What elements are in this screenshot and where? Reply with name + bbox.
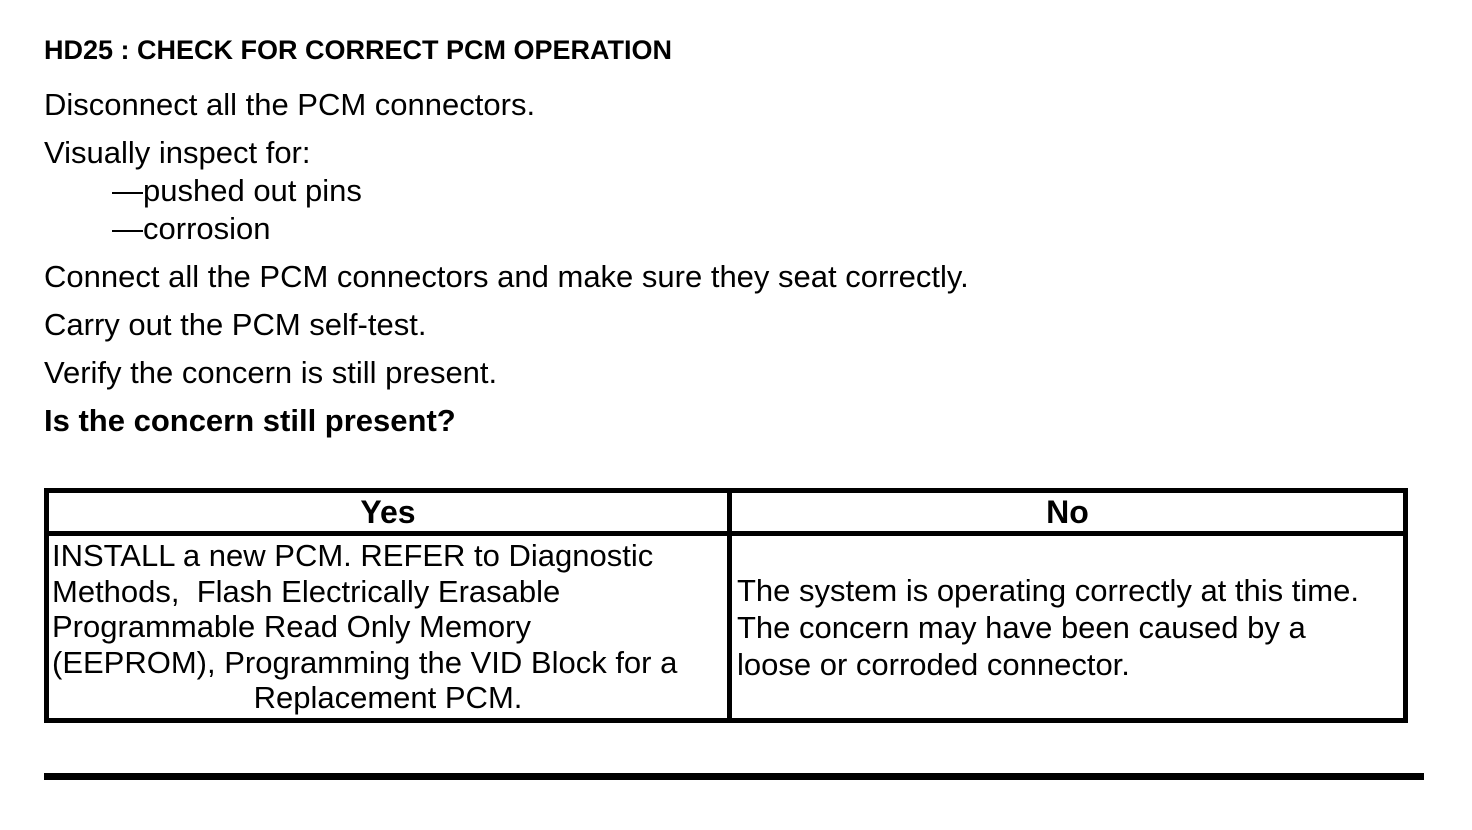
inspect-item-corrosion: —corrosion <box>112 211 271 246</box>
yes-action-line: Replacement PCM. <box>253 680 523 715</box>
yes-action-line: INSTALL a new PCM. REFER to Diagnostic <box>52 538 654 573</box>
no-action-line: loose or corroded connector. <box>737 646 1130 682</box>
no-action-line: The system is operating correctly at thi… <box>737 572 1359 608</box>
decision-table: Yes No INSTALL a new PCM. REFER to Diagn… <box>44 488 1408 723</box>
step-verify: Verify the concern is still present. <box>44 355 498 390</box>
step-disconnect: Disconnect all the PCM connectors. <box>44 87 536 122</box>
yes-action-line: Programmable Read Only Memory <box>52 609 531 644</box>
decision-table-body-row: INSTALL a new PCM. REFER to Diagnostic M… <box>49 536 1403 718</box>
yes-action-cell: INSTALL a new PCM. REFER to Diagnostic M… <box>49 536 732 718</box>
pinpoint-test-heading: HD25 : CHECK FOR CORRECT PCM OPERATION <box>44 35 673 65</box>
step-inspect: Visually inspect for: <box>44 135 311 170</box>
yes-action-line: Methods, Flash Electrically Erasable <box>52 573 561 609</box>
no-action-cell: The system is operating correctly at thi… <box>732 536 1403 718</box>
decision-table-header-row: Yes No <box>49 493 1403 536</box>
yes-action-line: (EEPROM), Programming the VID Block for … <box>52 644 678 680</box>
yes-column-header: Yes <box>49 493 732 531</box>
step-connect: Connect all the PCM connectors and make … <box>44 259 969 294</box>
horizontal-rule <box>44 773 1424 780</box>
step-selftest: Carry out the PCM self-test. <box>44 307 427 342</box>
no-column-header: No <box>1046 494 1089 530</box>
decision-question: Is the concern still present? <box>44 403 456 438</box>
no-action-line: The concern may have been caused by a <box>737 609 1306 645</box>
inspect-item-pins: —pushed out pins <box>112 173 362 208</box>
